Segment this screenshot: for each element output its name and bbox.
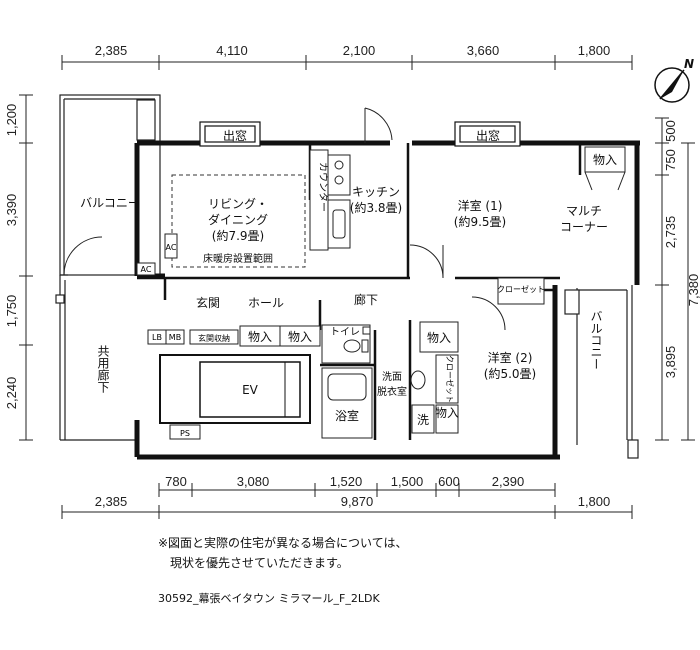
dim-bottom-total-3: 1,800 (578, 494, 611, 509)
kitchen-label: キッチン (352, 185, 400, 199)
multi-corner-label-1: マルチ (566, 204, 602, 218)
bay-window-left: 出窓 (223, 128, 247, 143)
bay-windows (199, 121, 521, 147)
mb-label: MB (169, 333, 181, 342)
ps-box (169, 424, 201, 440)
ps-label: PS (180, 429, 190, 438)
closet-2-label: クローゼット (445, 355, 455, 403)
dim-right-3: 2,735 (663, 216, 678, 249)
dim-bottom-4: 1,500 (391, 474, 424, 489)
compass-label: N (684, 57, 694, 71)
dim-bottom-6: 2,390 (492, 474, 525, 489)
counter-label: カウンター (317, 162, 329, 212)
storage-a-label: 物入 (248, 330, 272, 344)
interior-walls (137, 143, 582, 440)
note-line-1: ※図面と実際の住宅が異なる場合については、 (158, 536, 408, 550)
outer-walls (134, 140, 640, 460)
western-room-2-area: (約5.0畳) (484, 366, 536, 381)
dim-right-2: 750 (663, 149, 678, 171)
ac-unit-2-label: AC (141, 265, 152, 274)
left-dimension-line (19, 94, 33, 441)
washroom-label-2: 脱衣室 (377, 385, 407, 398)
toilet-label: トイレ (330, 327, 360, 338)
shoe-storage-label: 玄関収納 (198, 333, 230, 343)
entrance-storage (147, 325, 321, 347)
ac-unit-1 (164, 233, 178, 259)
door-swing-ne (584, 171, 626, 191)
door-swing-top (364, 107, 393, 143)
bath-label: 浴室 (335, 408, 359, 423)
dim-right-4: 3,895 (663, 346, 678, 379)
dim-top-1: 2,385 (95, 43, 128, 58)
dim-top-2: 4,110 (216, 43, 248, 58)
dim-left-4: 2,240 (4, 377, 19, 410)
living-area-label: (約7.9畳) (212, 228, 264, 243)
hall-label: ホール (248, 296, 284, 310)
bay-window-right: 出窓 (476, 128, 500, 143)
common-corridor-area (55, 275, 137, 441)
common-corridor-label: 共用廊下 (96, 345, 110, 393)
storage-ne-label: 物入 (593, 153, 617, 167)
washer-label: 洗 (417, 413, 429, 427)
east-balcony-label: バルコニー (589, 310, 603, 370)
corridor-label: 廊下 (354, 292, 378, 307)
closet-label: クローゼット (497, 284, 545, 294)
kitchen-area-label: (約3.8畳) (350, 200, 402, 215)
lb-label: LB (152, 333, 162, 342)
toilet-fixture (321, 324, 371, 364)
dim-bottom-3: 1,520 (330, 474, 363, 489)
western-room-2-label: 洋室 (2) (488, 350, 533, 365)
ac-unit-2 (136, 262, 156, 276)
living-label-1: リビング・ (208, 197, 268, 211)
floor-heating-label: 床暖房設置範囲 (203, 252, 273, 265)
east-balcony (564, 285, 639, 459)
storage-b-label: 物入 (288, 330, 312, 344)
dim-right-outer: 7,380 (686, 274, 700, 307)
kitchen-counter (309, 149, 351, 251)
dim-top-5: 1,800 (578, 43, 611, 58)
entrance-label: 玄関 (196, 295, 220, 310)
floor-heating-area (171, 174, 306, 268)
right-dimension-line (655, 117, 695, 441)
western-room-1-label: 洋室 (1) (458, 198, 503, 213)
top-dimension-line (61, 55, 633, 70)
dim-bottom-total-2: 9,870 (341, 494, 374, 509)
door-swing-corridor (409, 244, 506, 331)
western-room-1-area: (約9.5畳) (454, 214, 506, 229)
storage-c-label: 物入 (427, 331, 451, 345)
compass-icon (654, 67, 690, 103)
dim-left-2: 3,390 (4, 194, 19, 227)
dim-top-3: 2,100 (343, 43, 376, 58)
washroom-label-1: 洗面 (382, 371, 402, 383)
storage-ne-box (584, 146, 626, 173)
dim-right-1: 500 (663, 120, 678, 142)
storage-d-label: 物入 (435, 406, 459, 420)
west-balcony (59, 94, 161, 276)
plan-caption: 30592_幕張ベイタウン ミラマール_F_2LDK (158, 592, 380, 605)
elevator (159, 354, 311, 424)
ev-label: EV (242, 383, 259, 397)
dim-bottom-5: 600 (438, 474, 460, 489)
bottom-dimension-line (61, 483, 633, 519)
closet-box (497, 277, 545, 305)
dim-bottom-total-1: 2,385 (95, 494, 128, 509)
dim-left-1: 1,200 (4, 104, 19, 137)
dim-bottom-1: 780 (165, 474, 187, 489)
dim-top-4: 3,660 (467, 43, 500, 58)
note-line-2: 現状を優先させていただきます。 (170, 556, 349, 570)
west-balcony-label: バルコニー (80, 196, 140, 210)
dim-left-3: 1,750 (4, 295, 19, 328)
multi-corner-label-2: コーナー (560, 220, 608, 234)
living-label-2: ダイニング (208, 212, 268, 227)
dim-bottom-2: 3,080 (237, 474, 270, 489)
ac-unit-1-label: AC (166, 243, 177, 252)
washroom-fixtures (410, 321, 459, 434)
bath-fixture (321, 367, 373, 439)
